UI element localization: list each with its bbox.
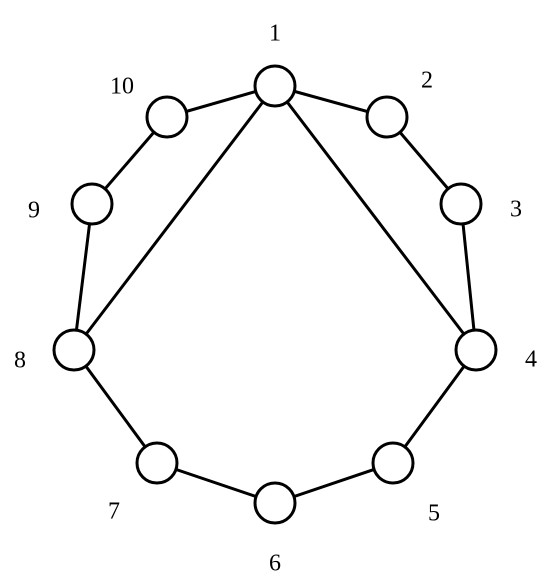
node-label-1: 1 [269,21,281,47]
node-label-9: 9 [28,198,40,224]
node-2 [365,95,409,139]
node-5 [371,441,415,485]
node-label-3: 3 [510,197,522,223]
edge-7-8 [72,348,159,465]
node-labels: 1 2 3 4 5 6 7 8 9 10 [14,21,537,577]
node-4 [454,328,498,372]
node-label-6: 6 [269,551,281,577]
node-1 [253,64,297,108]
node-label-7: 7 [108,499,120,525]
node-8 [52,328,96,372]
node-7 [135,441,179,485]
node-label-4: 4 [525,347,537,373]
node-label-5: 5 [428,501,440,527]
node-label-10: 10 [110,74,134,100]
edge-8-9 [72,202,94,352]
node-label-8: 8 [14,348,26,374]
node-label-2: 2 [421,68,433,94]
node-6 [253,481,297,525]
edge-1-8 [72,84,277,352]
edges [72,84,478,505]
node-10 [145,95,189,139]
edge-3-4 [459,202,478,352]
node-3 [439,182,483,226]
edge-4-5 [391,348,478,465]
edge-1-4 [273,84,478,352]
node-9 [70,182,114,226]
nodes [52,64,498,525]
